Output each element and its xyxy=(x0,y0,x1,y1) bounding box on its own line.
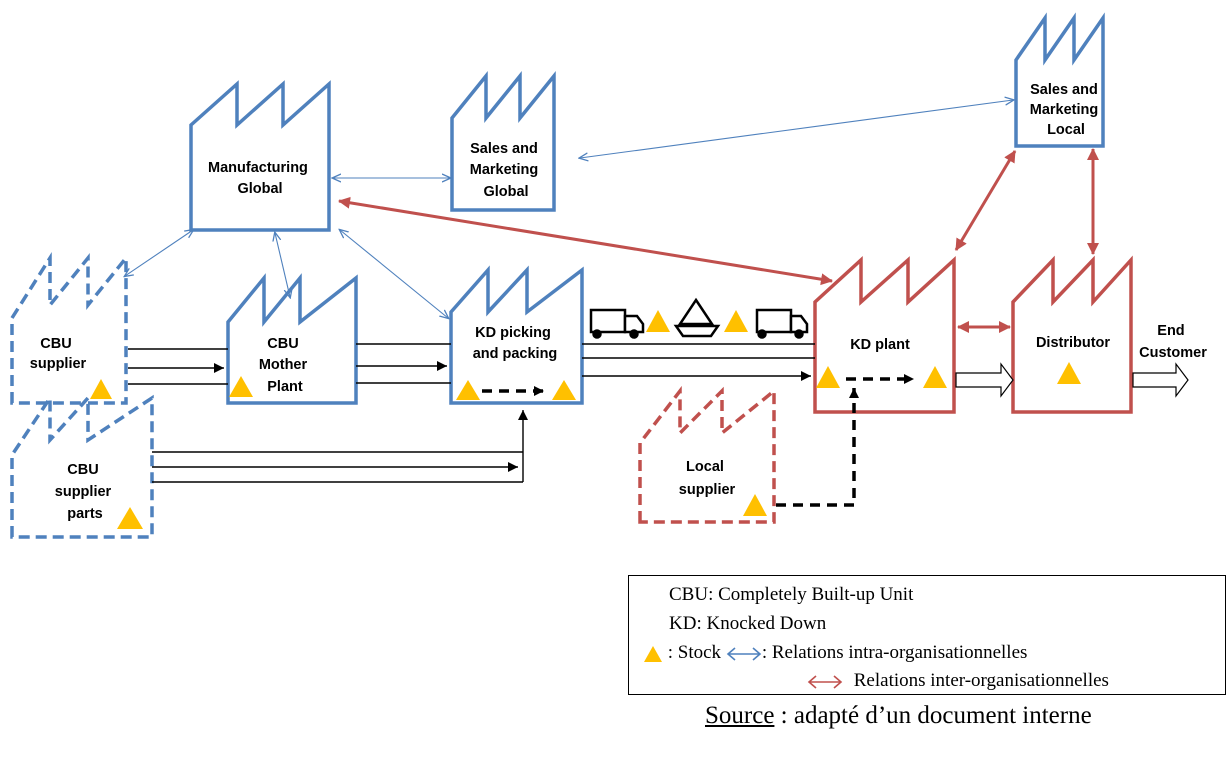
legend: CBU: Completely Built-up Unit KD: Knocke… xyxy=(628,575,1226,695)
stock-triangle-icon xyxy=(816,366,840,388)
factory-cbu-mother-plant: CBU Mother Plant xyxy=(226,273,358,405)
legend-intra: : Relations intra-organisationnelles xyxy=(761,642,1028,663)
stock-triangle-icon xyxy=(229,376,253,397)
hollow-arrow-kdplant-distributor xyxy=(955,362,1014,398)
internal-dashed-flows xyxy=(482,374,914,507)
local-supplier-label: Local supplier xyxy=(679,459,736,498)
stock-triangle-icon xyxy=(923,366,947,388)
end-customer-label: End Customer xyxy=(1139,323,1207,361)
legend-inter-row: Relations inter-organisationnelles xyxy=(807,670,1109,692)
factory-cbu-supplier-parts: CBU supplier parts xyxy=(10,392,154,539)
factory-manufacturing-global: Manufacturing Global xyxy=(189,80,331,232)
cbu-supplier-label: CBU supplier xyxy=(30,336,87,372)
stock-triangle-icon xyxy=(552,380,576,400)
cbu-supplier-parts-label: CBU supplier parts xyxy=(55,462,115,522)
source-text: : adapté d’un document interne xyxy=(774,702,1092,729)
legend-stock-row: : Stock : Relations intra-organisationne… xyxy=(643,642,1027,664)
blue-double-arrow-icon xyxy=(726,647,762,661)
factory-sales-marketing-local: Sales and Marketing Local xyxy=(1014,12,1105,148)
factory-sales-marketing-global: Sales and Marketing Global xyxy=(450,71,556,212)
red-double-arrow-icon xyxy=(807,675,843,689)
stock-triangle-icon xyxy=(724,310,748,332)
kd-picking-packing-label: KD picking and packing xyxy=(473,325,558,362)
kd-plant-label: KD plant xyxy=(850,337,910,353)
inter-kdplant-saleslocal xyxy=(954,150,1017,251)
legend-cbu: CBU: Completely Built-up Unit xyxy=(669,584,914,605)
sales-marketing-local-label: Sales and Marketing Local xyxy=(1030,82,1103,138)
factory-cbu-supplier: CBU supplier xyxy=(10,251,128,405)
inter-relations xyxy=(338,148,1099,333)
sales-marketing-global-label: Sales and Marketing Global xyxy=(470,141,543,200)
factory-local-supplier: Local supplier xyxy=(638,385,776,524)
material-flows xyxy=(128,343,815,483)
inter-mfg-kdplant xyxy=(338,196,833,286)
stock-triangle-icon xyxy=(646,310,670,332)
distributor-label: Distributor xyxy=(1036,335,1110,351)
factory-kd-plant: KD plant xyxy=(813,256,956,414)
stock-triangle-icon xyxy=(456,380,480,400)
source-label: Source xyxy=(705,702,775,729)
legend-kd: KD: Knocked Down xyxy=(669,613,827,634)
truck-icon xyxy=(589,308,645,339)
factory-distributor: Distributor xyxy=(1011,255,1133,414)
stock-markers xyxy=(90,310,1081,529)
factory-kd-picking-packing: KD picking and packing xyxy=(449,265,584,405)
legend-inter: Relations inter-organisationnelles xyxy=(853,670,1109,691)
truck-icon xyxy=(755,308,809,339)
manufacturing-global-label: Manufacturing Global xyxy=(208,160,312,197)
intra-mfg-cbusupplier xyxy=(125,230,193,276)
stock-triangle-icon xyxy=(644,645,662,662)
source-caption: Source : adapté d’un document interne xyxy=(705,702,1092,730)
stock-triangle-icon xyxy=(90,379,112,399)
hollow-arrow-distributor-customer xyxy=(1132,362,1189,398)
cbu-mother-plant-label: CBU Mother Plant xyxy=(259,336,311,395)
stock-triangle-icon xyxy=(743,494,767,516)
stock-triangle-icon xyxy=(117,507,143,529)
ship-icon xyxy=(673,297,721,338)
stock-triangle-icon xyxy=(1057,362,1081,384)
intra-mfg-motherplant xyxy=(275,233,290,297)
intra-salesglobal-saleslocal xyxy=(580,100,1013,158)
legend-stock: : Stock xyxy=(667,642,722,663)
